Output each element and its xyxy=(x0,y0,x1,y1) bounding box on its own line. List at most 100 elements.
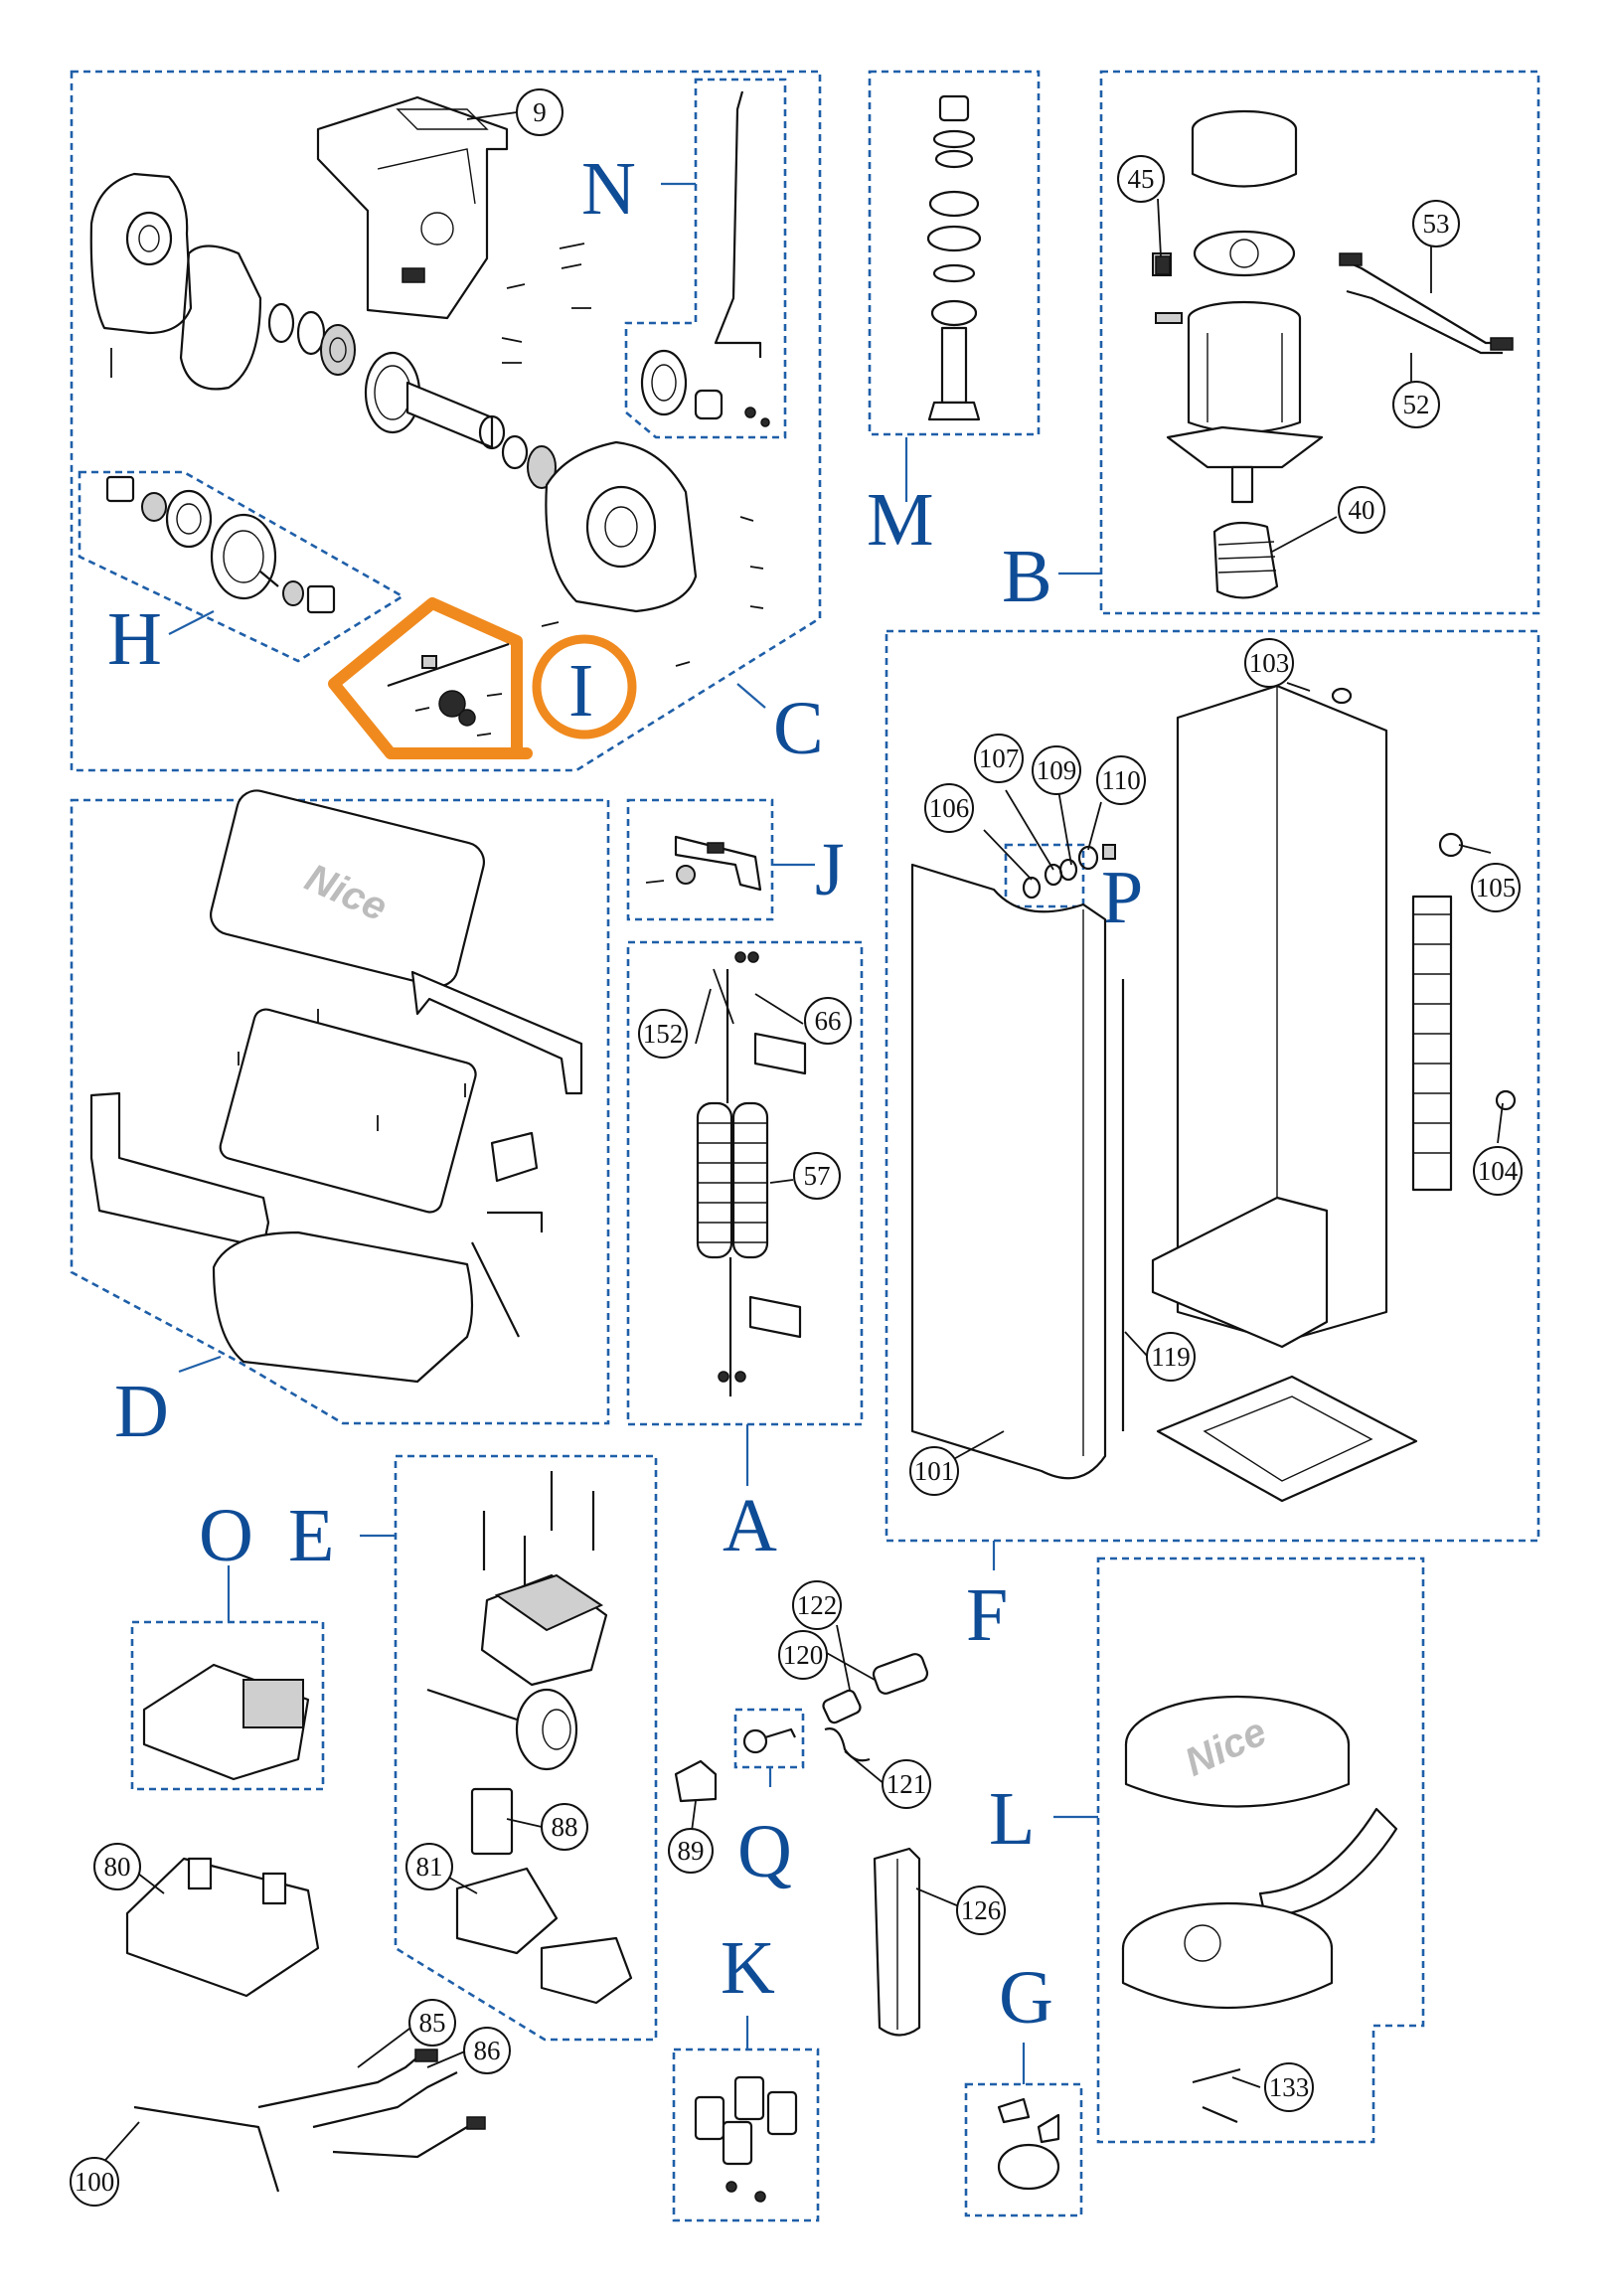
svg-text:80: 80 xyxy=(104,1852,131,1882)
svg-text:57: 57 xyxy=(804,1161,831,1191)
parts-group-i xyxy=(387,642,510,737)
group-label-b: B xyxy=(1002,535,1052,618)
callout-110: 110 xyxy=(1096,755,1146,805)
group-label-l: L xyxy=(989,1777,1035,1861)
svg-text:126: 126 xyxy=(961,1895,1002,1925)
callout-86: 86 xyxy=(463,2027,511,2074)
callout-105: 105 xyxy=(1471,863,1521,912)
svg-text:9: 9 xyxy=(533,97,547,127)
svg-text:109: 109 xyxy=(1037,755,1077,785)
group-label-d: D xyxy=(114,1370,169,1453)
parts-group-m xyxy=(926,94,982,421)
group-label-n: N xyxy=(581,147,636,231)
svg-text:88: 88 xyxy=(552,1812,578,1842)
highlight-outline xyxy=(328,597,533,759)
parts-group-a xyxy=(696,951,807,1396)
callout-107: 107 xyxy=(974,734,1024,783)
callouts: 9 45 53 52 40 103 107 109 110 106 105 10… xyxy=(70,88,1523,2207)
group-labels: N H C M B D J A F P O E Q L K G I xyxy=(107,147,1143,2040)
callout-109: 109 xyxy=(1032,745,1081,795)
callout-120: 120 xyxy=(778,1630,828,1680)
svg-text:40: 40 xyxy=(1349,495,1375,525)
group-label-e: E xyxy=(288,1494,334,1577)
callout-106: 106 xyxy=(924,783,974,833)
parts-group-o xyxy=(142,1663,310,1781)
group-label-o: O xyxy=(199,1494,253,1577)
parts-center-bottom xyxy=(674,1653,929,2037)
parts-group-g xyxy=(997,2097,1060,2191)
group-box-c xyxy=(70,70,822,772)
group-label-g: G xyxy=(999,1956,1053,2040)
svg-text:85: 85 xyxy=(419,2008,446,2038)
group-label-m: M xyxy=(867,478,934,562)
svg-text:81: 81 xyxy=(416,1852,443,1882)
svg-text:120: 120 xyxy=(783,1640,824,1670)
key-icon xyxy=(742,1727,796,1754)
svg-text:101: 101 xyxy=(914,1456,955,1486)
callout-52: 52 xyxy=(1392,381,1440,428)
svg-text:103: 103 xyxy=(1249,648,1290,678)
callout-103: 103 xyxy=(1244,638,1294,688)
parts-group-k xyxy=(694,2075,798,2203)
svg-text:105: 105 xyxy=(1476,873,1517,902)
group-box-j xyxy=(626,798,774,921)
svg-text:152: 152 xyxy=(643,1019,684,1049)
callout-122: 122 xyxy=(792,1580,842,1630)
group-box-g xyxy=(964,2082,1083,2217)
callout-66: 66 xyxy=(804,997,852,1045)
group-label-f: F xyxy=(966,1573,1008,1657)
parts-group-l: Nice xyxy=(1121,1695,1398,2124)
svg-text:122: 122 xyxy=(797,1590,838,1620)
parts-group-c xyxy=(89,95,764,667)
svg-text:66: 66 xyxy=(815,1006,842,1036)
svg-text:52: 52 xyxy=(1403,390,1430,419)
svg-text:45: 45 xyxy=(1128,164,1155,194)
callout-80: 80 xyxy=(93,1843,141,1890)
svg-text:104: 104 xyxy=(1478,1156,1519,1186)
group-label-h: H xyxy=(107,597,162,681)
callout-152: 152 xyxy=(638,1009,688,1059)
svg-text:53: 53 xyxy=(1423,209,1450,239)
group-box-m xyxy=(868,70,1041,436)
group-label-p: P xyxy=(1101,856,1143,939)
group-label-k: K xyxy=(721,1926,775,2010)
group-label-q: Q xyxy=(737,1810,792,1893)
svg-text:107: 107 xyxy=(979,743,1020,773)
svg-text:110: 110 xyxy=(1101,765,1141,795)
parts-lower-left xyxy=(125,1857,486,2193)
callout-53: 53 xyxy=(1412,200,1460,247)
callout-40: 40 xyxy=(1338,486,1385,534)
callout-45: 45 xyxy=(1117,155,1165,203)
group-box-l xyxy=(1096,1557,1425,2144)
group-label-a: A xyxy=(723,1484,777,1567)
group-box-p xyxy=(1004,843,1085,908)
svg-text:89: 89 xyxy=(678,1836,705,1866)
group-label-c: C xyxy=(773,687,824,770)
svg-text:106: 106 xyxy=(929,793,970,823)
group-box-h xyxy=(78,470,405,663)
callout-133: 133 xyxy=(1264,2062,1314,2112)
callout-121: 121 xyxy=(882,1759,931,1809)
group-label-j: J xyxy=(815,828,845,911)
callout-100: 100 xyxy=(70,2157,119,2207)
svg-text:86: 86 xyxy=(474,2036,501,2065)
group-boxes xyxy=(70,70,1540,2222)
callout-119: 119 xyxy=(1146,1332,1196,1382)
highlight-group-i xyxy=(328,597,637,759)
callout-101: 101 xyxy=(909,1446,959,1496)
parts-group-f xyxy=(910,684,1517,1503)
parts-group-h xyxy=(105,475,336,614)
highlight-circle xyxy=(532,634,637,739)
leader-lines xyxy=(168,182,1101,2084)
group-box-k xyxy=(672,2048,820,2222)
callout-104: 104 xyxy=(1473,1146,1523,1196)
group-box-e xyxy=(394,1454,658,2042)
parts-group-e xyxy=(426,1471,633,2005)
svg-text:119: 119 xyxy=(1151,1342,1191,1372)
svg-text:100: 100 xyxy=(75,2167,115,2197)
parts-group-n xyxy=(640,90,770,427)
callout-81: 81 xyxy=(405,1843,453,1890)
parts-group-d: Nice xyxy=(89,789,583,1384)
callout-85: 85 xyxy=(408,1999,456,2047)
